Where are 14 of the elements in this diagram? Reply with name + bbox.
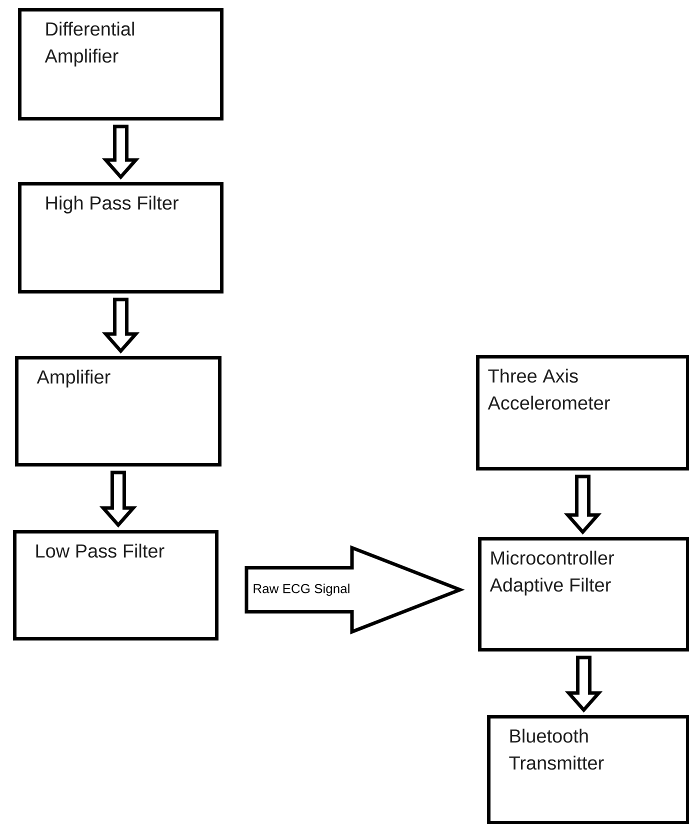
process-box: Three Axis Accelerometer [476, 355, 689, 470]
block-arrow [102, 124, 140, 180]
block-arrow [244, 545, 465, 634]
edge-label: Raw ECG Signal [252, 582, 352, 597]
process-box: High Pass Filter [18, 182, 224, 294]
process-box: Microcontroller Adaptive Filter [478, 537, 689, 652]
process-box: Amplifier [15, 356, 222, 466]
process-box: Low Pass Filter [13, 530, 218, 640]
process-box: Bluetooth Transmitter [487, 715, 689, 824]
process-box: Differential Amplifier [18, 8, 224, 120]
block-arrow [99, 470, 138, 528]
block-arrow [564, 656, 603, 713]
block-arrow [102, 298, 140, 354]
block-arrow [564, 474, 602, 535]
